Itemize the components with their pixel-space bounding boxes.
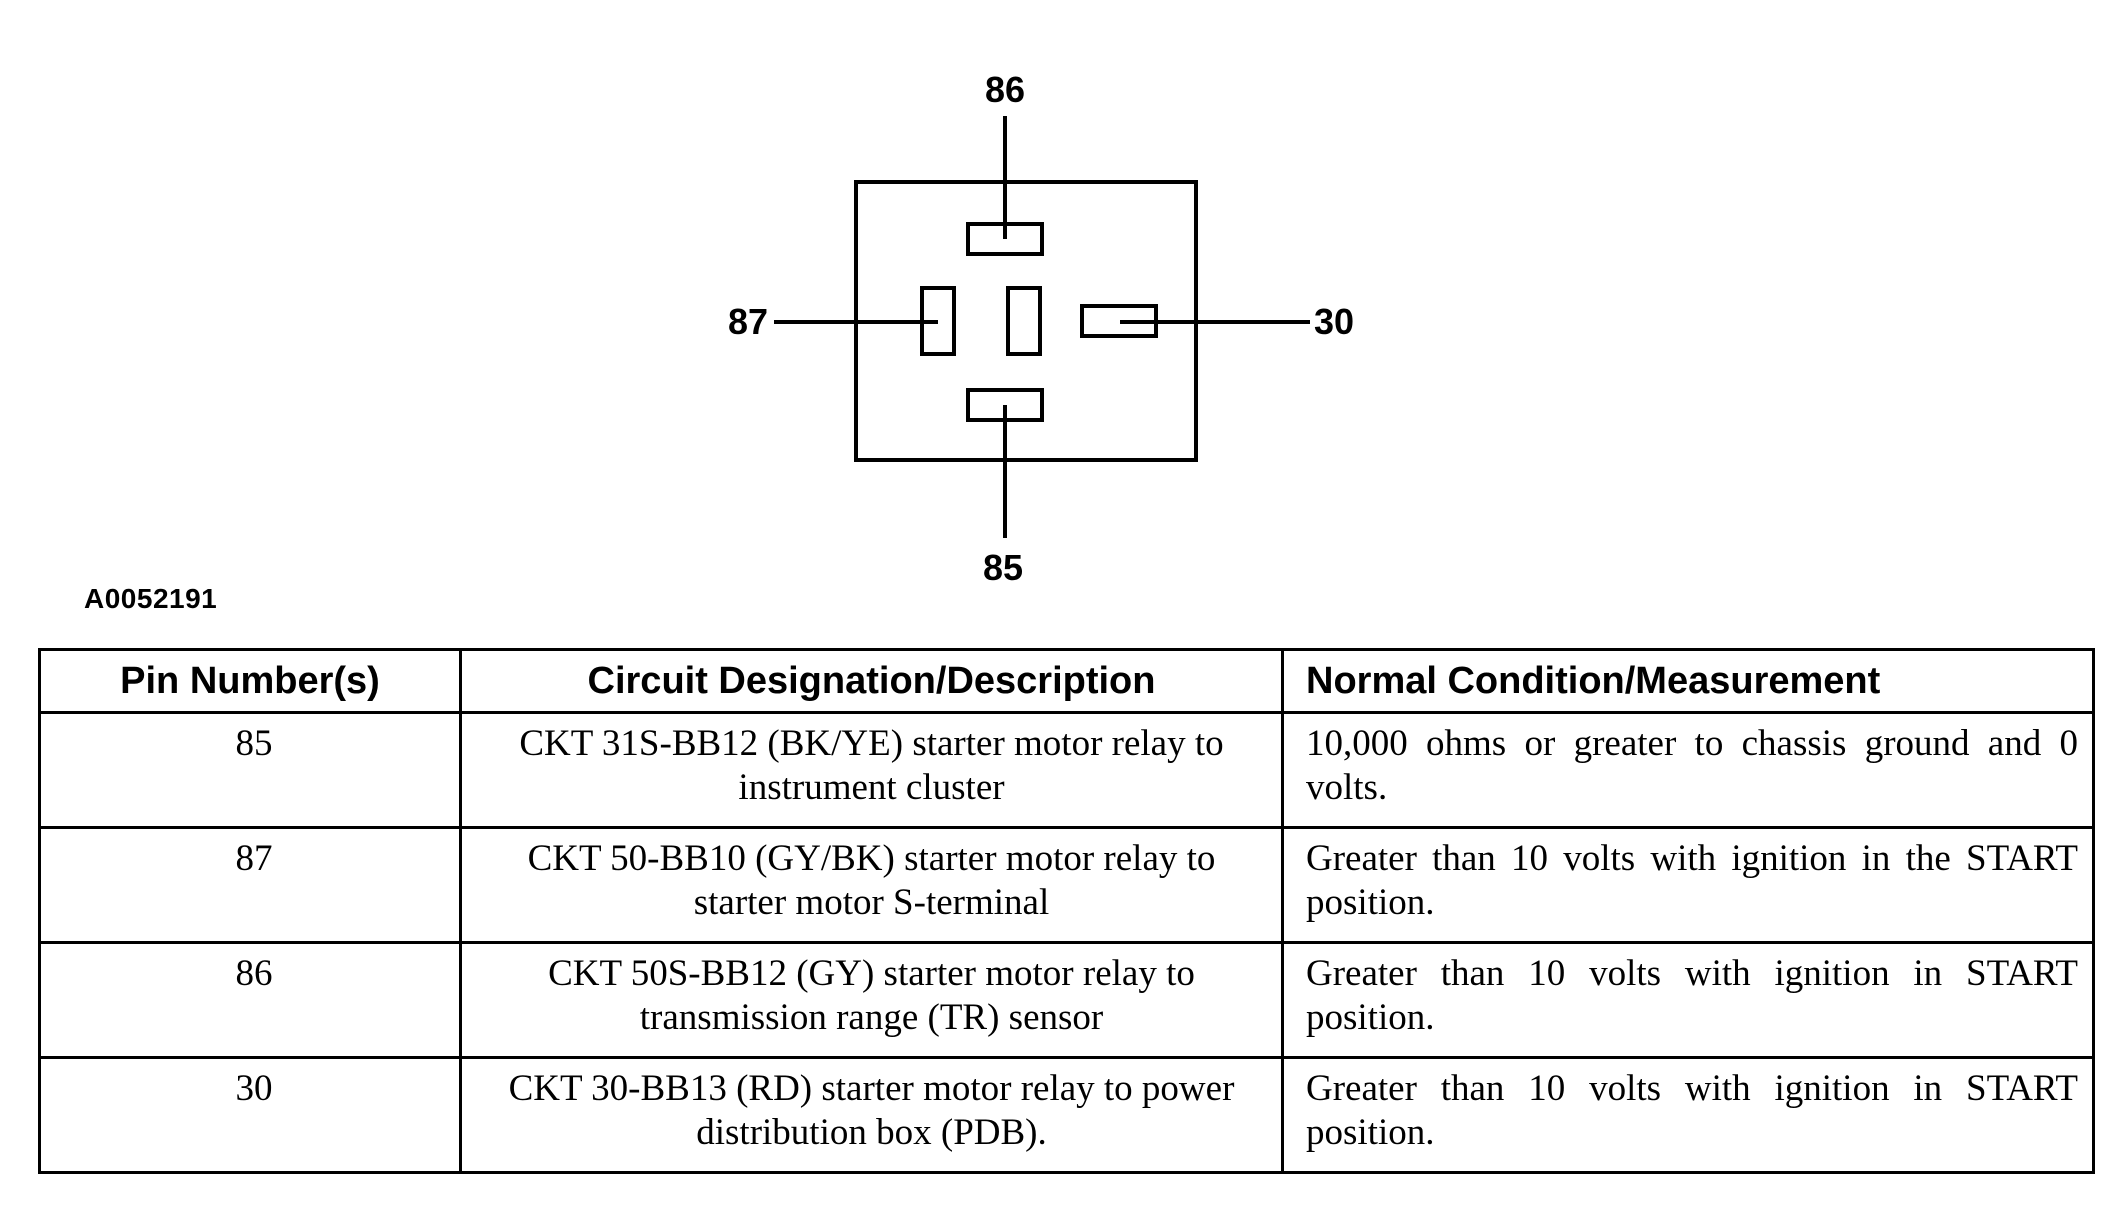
cell-normal-condition: Greater than 10 volts with ignition in S…	[1281, 1056, 2095, 1174]
cell-pin-number: 30	[38, 1056, 462, 1174]
cell-circuit-description: CKT 50-BB10 (GY/BK) starter motor relay …	[459, 826, 1284, 944]
cell-circuit-description: CKT 31S-BB12 (BK/YE) starter motor relay…	[459, 711, 1284, 829]
table-row: 86 CKT 50S-BB12 (GY) starter motor relay…	[38, 941, 2095, 1059]
relay-connector-diagram: 86 87 30 85	[728, 69, 1354, 588]
cell-pin-number: 85	[38, 711, 462, 829]
cell-normal-condition: 10,000 ohms or greater to chassis ground…	[1281, 711, 2095, 829]
figure-id: A0052191	[84, 583, 218, 614]
terminal-center-blade	[1006, 286, 1042, 356]
cell-pin-number: 86	[38, 941, 462, 1059]
table-row: 30 CKT 30-BB13 (RD) starter motor relay …	[38, 1056, 2095, 1174]
pin-label-85: 85	[983, 547, 1023, 588]
pin-label-87: 87	[728, 301, 768, 342]
cell-circuit-description: CKT 30-BB13 (RD) starter motor relay to …	[459, 1056, 1284, 1174]
table-row: 87 CKT 50-BB10 (GY/BK) starter motor rel…	[38, 826, 2095, 944]
table-row: 85 CKT 31S-BB12 (BK/YE) starter motor re…	[38, 711, 2095, 829]
header-circuit-description: Circuit Designation/Description	[459, 648, 1284, 714]
cell-pin-number: 87	[38, 826, 462, 944]
header-normal-condition: Normal Condition/Measurement	[1281, 648, 2095, 714]
cell-circuit-description: CKT 50S-BB12 (GY) starter motor relay to…	[459, 941, 1284, 1059]
pin-label-86: 86	[985, 69, 1025, 110]
table-header-row: Pin Number(s) Circuit Designation/Descri…	[38, 648, 2095, 714]
pin-label-30: 30	[1314, 301, 1354, 342]
pin-test-table: Pin Number(s) Circuit Designation/Descri…	[38, 648, 2095, 1174]
cell-normal-condition: Greater than 10 volts with ignition in t…	[1281, 826, 2095, 944]
cell-normal-condition: Greater than 10 volts with ignition in S…	[1281, 941, 2095, 1059]
header-pin-number: Pin Number(s)	[38, 648, 462, 714]
